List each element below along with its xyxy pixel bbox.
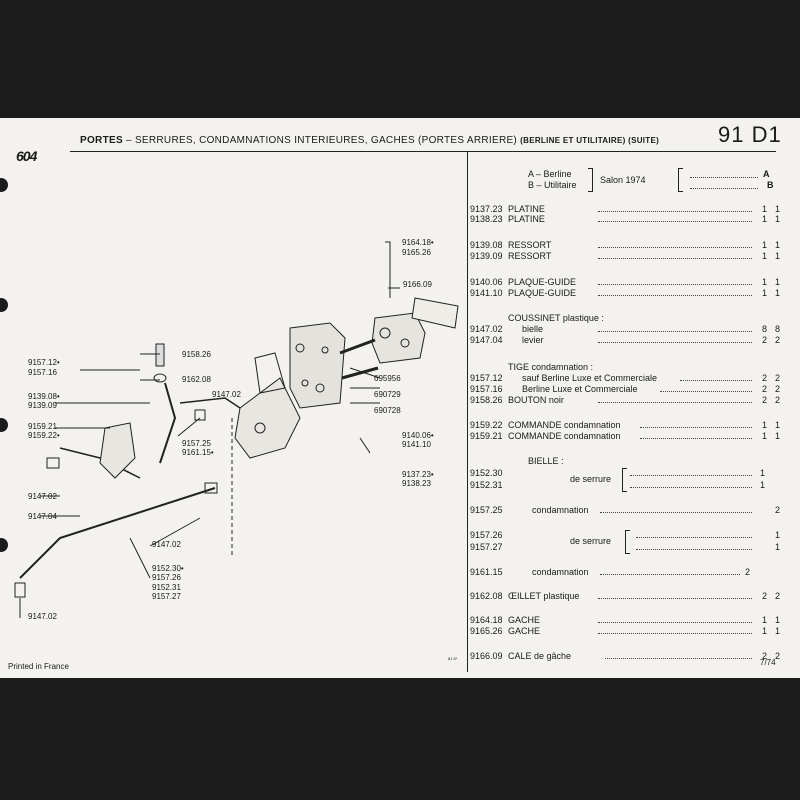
callout-9138-23: 9138.23: [402, 479, 431, 488]
callout-9158-26: 9158.26: [182, 350, 211, 359]
callout-9140-06: 9140.06•: [402, 431, 434, 440]
legend-col-b: B: [767, 180, 774, 190]
binder-hole: [0, 538, 8, 552]
exploded-diagram: [14, 241, 459, 618]
model-logo: 604: [16, 148, 37, 164]
catalog-page: PORTES – SERRURES, CONDAMNATIONS INTERIE…: [0, 118, 800, 678]
callout-9147-02-c: 9147.02: [152, 540, 181, 549]
callout-9157-27: 9157.27: [152, 592, 181, 601]
callout-9159-22: 9159.22•: [28, 431, 60, 440]
binder-hole: [0, 418, 8, 432]
callout-9157-26: 9157.26: [152, 573, 181, 582]
group-bielle: BIELLE :: [528, 456, 564, 466]
group-coussinet: COUSSINET plastique :: [508, 313, 604, 323]
header-divider: [70, 151, 776, 152]
callout-9147-02-d: 9147.02: [28, 612, 57, 621]
callout-9166-09: 9166.09: [403, 280, 432, 289]
callout-9165-26: 9165.26: [402, 248, 431, 257]
bielle-bracket: [625, 530, 630, 554]
callout-9152-30: 9152.30•: [152, 564, 184, 573]
callout-9147-02-b: 9147.02: [28, 492, 57, 501]
de-serrure-1: de serrure: [570, 474, 612, 484]
page-code: 91 D1: [718, 122, 782, 147]
callout-9139-08: 9139.08•: [28, 392, 60, 401]
callout-9162-08: 9162.08: [182, 375, 211, 384]
legend-salon: Salon 1974: [600, 175, 646, 185]
legend-bracket: [678, 168, 683, 192]
callout-690728: 690728: [374, 406, 401, 415]
legend-dots: [690, 180, 758, 189]
callout-9147-04: 9147.04: [28, 512, 57, 521]
de-serrure-2: de serrure: [570, 536, 612, 546]
callout-9161-15: 9161.15•: [182, 448, 214, 457]
striker-drawing: [371, 312, 426, 364]
printed-in: Printed in France: [8, 662, 69, 671]
legend-bracket: [588, 168, 593, 192]
column-divider: [467, 152, 468, 672]
callout-9157-25: 9157.25: [182, 439, 211, 448]
page-title: PORTES – SERRURES, CONDAMNATIONS INTERIE…: [80, 135, 660, 146]
lock-plate-drawing: [289, 322, 346, 409]
callout-9137-23: 9137.23•: [402, 470, 434, 479]
legend-dots: [690, 169, 758, 178]
parts-list: A – Berline B – Utilitaire Salon 1974 A …: [470, 118, 780, 678]
callout-9147-02-a: 9147.02: [212, 390, 241, 399]
callout-9139-09: 9139.09: [28, 401, 57, 410]
callout-9141-10: 9141.10: [402, 440, 431, 449]
callout-9164-18: 9164.18•: [402, 238, 434, 247]
callout-9157-16: 9157.16: [28, 368, 57, 377]
print-code: 81 5*: [448, 656, 458, 661]
callout-9152-31: 9152.31: [152, 583, 181, 592]
linkage-rod: [19, 487, 216, 579]
bielle-bracket: [622, 468, 627, 492]
page-number: 7/74: [760, 658, 776, 667]
binder-hole: [0, 178, 8, 192]
group-tige: TIGE condamnation :: [508, 362, 594, 372]
binder-hole: [0, 298, 8, 312]
legend-a: A – Berline: [528, 169, 572, 179]
legend-b: B – Utilitaire: [528, 180, 577, 190]
callout-9159-21: 9159.21: [28, 422, 57, 431]
callout-690729: 690729: [374, 390, 401, 399]
callout-9157-12: 9157.12•: [28, 358, 60, 367]
callout-695956: 695956: [374, 374, 401, 383]
legend-col-a: A: [763, 169, 770, 179]
